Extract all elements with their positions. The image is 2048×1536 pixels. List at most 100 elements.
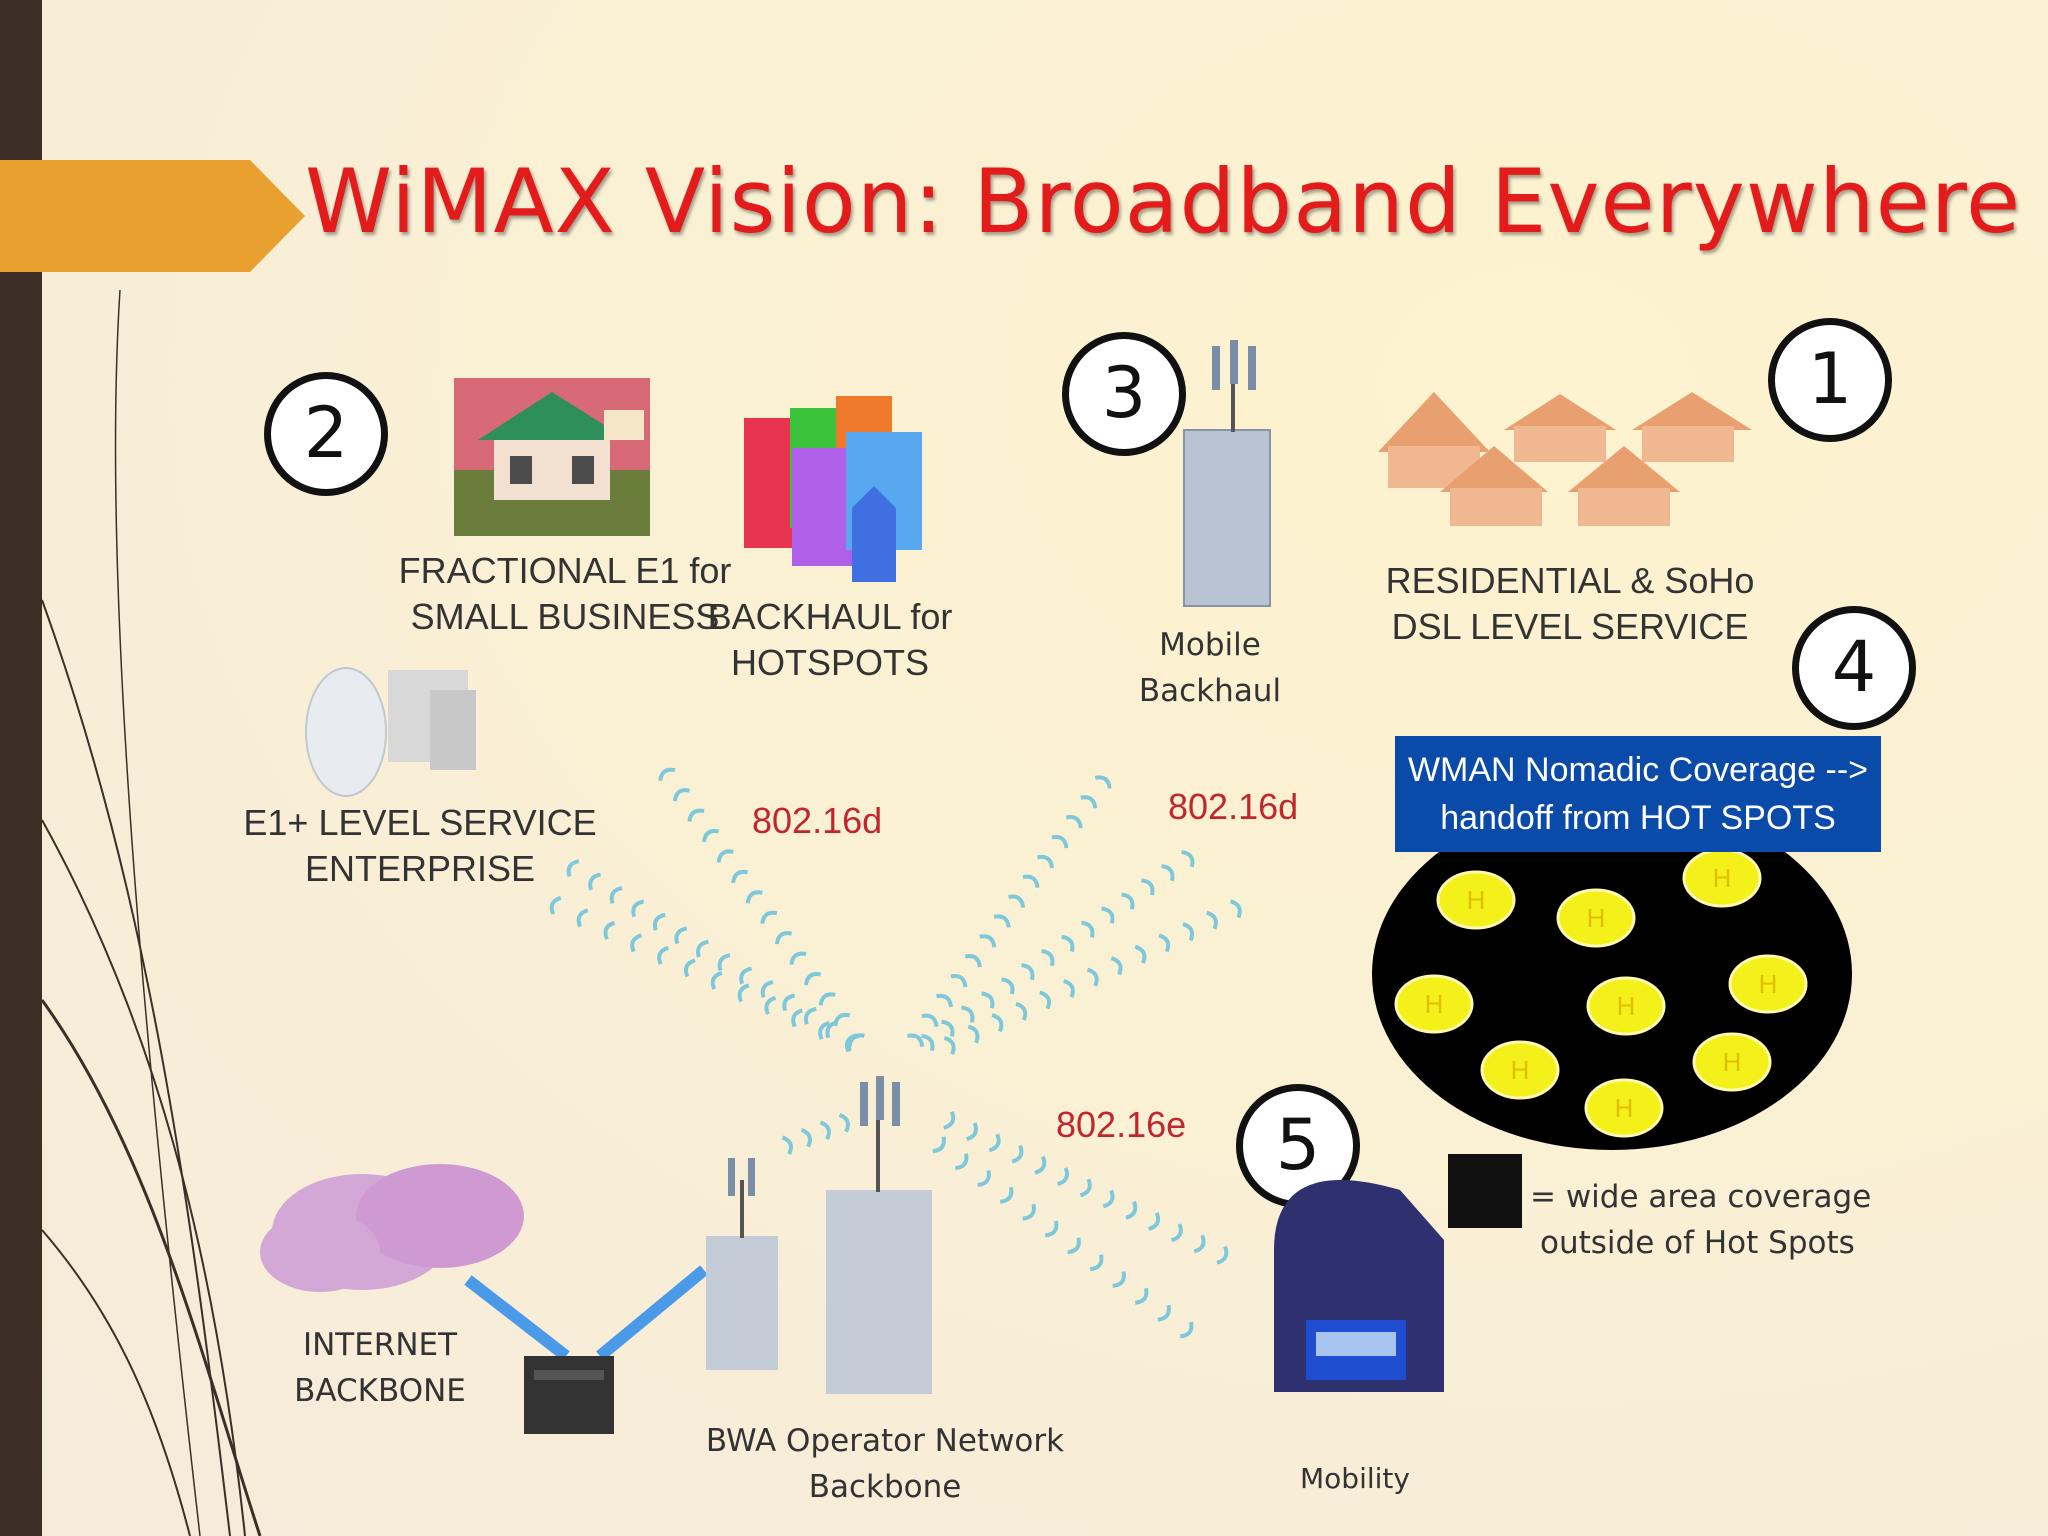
radio-wave-arc	[710, 970, 723, 990]
bwa-label-line2: Backbone	[808, 1469, 962, 1505]
bwa-label-line1: BWA Operator Network	[705, 1423, 1065, 1459]
radio-wave-arc	[1179, 1321, 1194, 1339]
radio-wave-arc	[1021, 963, 1035, 981]
radio-wave-arc	[991, 1013, 1004, 1033]
mobile-label-line1: Mobile	[1159, 627, 1261, 663]
residential-label-line2: DSL LEVEL SERVICE	[1391, 606, 1749, 647]
radio-wave-arc	[964, 954, 982, 968]
wman-label-line2: handoff from HOT SPOTS	[1440, 799, 1836, 837]
number-badge-4: 4	[1792, 606, 1916, 730]
radio-wave-arc	[1081, 920, 1095, 938]
bwa-buildings-icon	[706, 1076, 932, 1394]
page-title: WiMAX Vision: Broadband Everywhere	[305, 150, 2022, 253]
radio-wave-arc	[674, 926, 688, 945]
number-badge-2: 2	[264, 372, 388, 496]
small-business-shop-icon	[454, 378, 650, 536]
radio-wave-arc	[789, 951, 807, 965]
radio-wave-arc	[1161, 864, 1175, 882]
radio-wave-arc	[716, 849, 734, 863]
radio-wave-arc	[1056, 1167, 1069, 1187]
radio-wave-arc	[1061, 934, 1075, 952]
hotspot-marker	[1586, 976, 1666, 1036]
radio-wave-arc	[999, 1186, 1014, 1204]
radio-wave-arc	[1086, 967, 1099, 987]
radio-wave-arc	[1121, 892, 1135, 910]
radio-wave-arc	[977, 1170, 991, 1187]
radio-wave-arc	[791, 1008, 804, 1028]
hotspot-letter: H	[1723, 1047, 1742, 1077]
radio-wave-arc	[838, 1113, 850, 1133]
mobile-backhaul-tower-icon	[1183, 340, 1271, 607]
radio-wave-arc	[1125, 1200, 1138, 1220]
wman-label-line1: WMAN Nomadic Coverage -->	[1407, 751, 1869, 789]
hotspot-letter: H	[1759, 969, 1778, 999]
hotspot-marker	[1728, 954, 1808, 1014]
radio-wave-arc	[1022, 1203, 1036, 1221]
radio-wave-arc	[1182, 922, 1195, 942]
mobility-label: Mobility	[1300, 1462, 1410, 1495]
radio-wave-arc	[825, 1020, 839, 1039]
legend-label-line2: outside of Hot Spots	[1540, 1225, 1855, 1261]
radio-wave-arc	[1063, 979, 1075, 999]
radio-wave-arc	[630, 933, 643, 953]
hotspot-letter: H	[1587, 903, 1606, 933]
radio-wave-arc	[549, 895, 562, 915]
hotspot-buildings-icon	[744, 396, 922, 582]
radio-wave-arc	[1051, 834, 1069, 849]
radio-wave-arc	[1110, 956, 1123, 976]
radio-wave-arc	[739, 966, 753, 985]
hotspot-marker	[1436, 870, 1516, 930]
radio-wave-arc	[979, 934, 997, 948]
radio-wave-arc	[1134, 944, 1147, 964]
protocol-label-left: 802.16d	[752, 800, 883, 841]
internet-label-line1: INTERNET	[302, 1327, 458, 1363]
hotspot-letter: H	[1713, 863, 1732, 893]
internet-cloud-icon	[260, 1164, 524, 1292]
radio-wave-arc	[717, 953, 731, 972]
residential-houses-icon	[1378, 392, 1752, 526]
hotspot-letter: H	[1617, 991, 1636, 1021]
number-badge-3: 3	[1062, 332, 1186, 456]
hotspot-marker	[1480, 1040, 1560, 1100]
radio-wave-arc	[1141, 878, 1155, 896]
radio-wave-arc	[1148, 1212, 1161, 1231]
radio-wave-arc	[1044, 1220, 1059, 1238]
radio-wave-arc	[1034, 1155, 1047, 1175]
protocol-label-mobile: 802.16e	[1056, 1104, 1187, 1145]
enterprise-label-line2: ENTERPRISE	[304, 848, 536, 889]
backhaul-label-line2: HOTSPOTS	[730, 642, 930, 683]
radio-wave-arc	[760, 910, 778, 925]
radio-wave-arc	[1216, 1245, 1229, 1265]
radio-wave-arc	[764, 995, 777, 1015]
radio-wave-arc	[609, 886, 623, 904]
radio-wave-arc	[981, 991, 995, 1009]
radio-wave-arc	[1015, 1001, 1028, 1021]
radio-wave-arc	[603, 920, 616, 940]
radio-wave-arc	[1037, 854, 1055, 869]
radio-wave-arc	[941, 1019, 955, 1037]
radio-wave-arc	[943, 1111, 956, 1130]
radio-wave-arc	[1079, 1178, 1092, 1198]
radio-wave-arc	[782, 993, 796, 1012]
radio-wave-arc	[967, 1024, 980, 1044]
fractional-label-line1: FRACTIONAL E1 for	[398, 550, 732, 591]
enterprise-label-line1: E1+ LEVEL SERVICE	[243, 802, 597, 843]
router-icon	[524, 1356, 614, 1434]
mobility-tunnel-icon	[1274, 1179, 1444, 1392]
wman-coverage-box: WMAN Nomadic Coverage --> handoff from H…	[1395, 736, 1881, 852]
radio-wave-arc	[1157, 1304, 1171, 1322]
mobile-label-line2: Backhaul	[1138, 673, 1282, 709]
radio-wave-arc	[1089, 1254, 1104, 1272]
radio-wave-arc	[760, 980, 774, 998]
hotspot-letter: H	[1467, 885, 1486, 915]
residential-label-line1: RESIDENTIAL & SoHo	[1385, 560, 1755, 601]
radio-wave-arc	[774, 931, 792, 945]
radio-wave-arc	[737, 983, 750, 1003]
radio-wave-arc	[657, 945, 669, 965]
radio-wave-arc	[566, 859, 580, 878]
radio-wave-arc	[576, 908, 589, 928]
radio-wave-arc	[702, 829, 720, 843]
radio-wave-arc	[818, 992, 836, 1006]
